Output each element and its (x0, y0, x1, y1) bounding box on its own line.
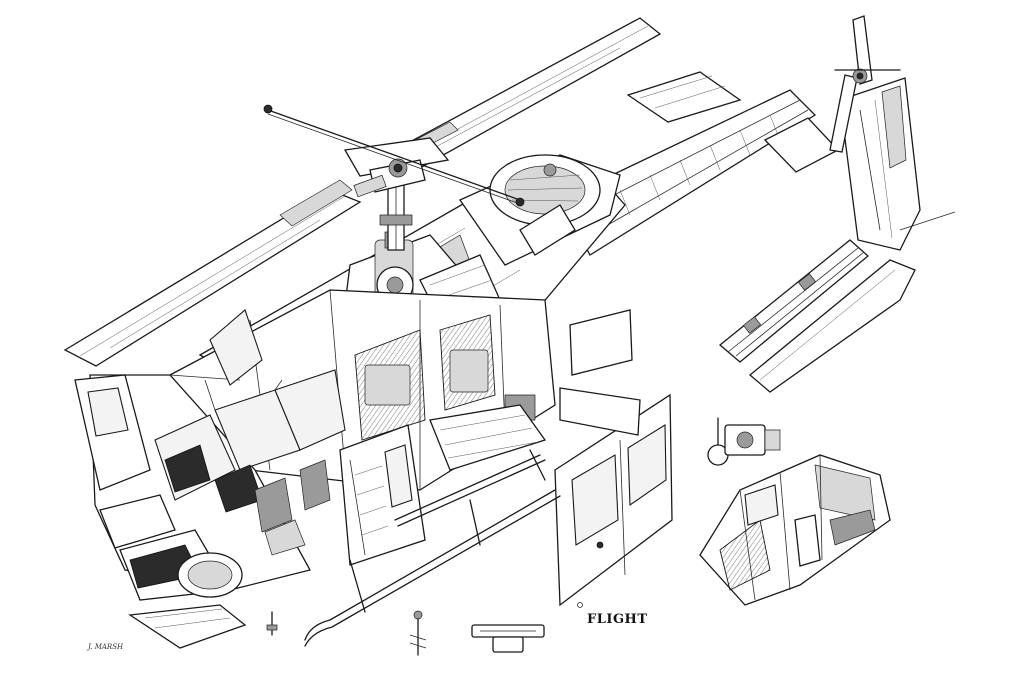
cockpit (90, 370, 345, 600)
cabin-door-open (555, 395, 672, 605)
logo-text: FLIGHT (587, 612, 648, 627)
nose-panel-detached (130, 605, 245, 648)
artist-signature: J. MARSH (86, 643, 124, 651)
stabilizer-bar (264, 105, 524, 206)
engine-component (708, 418, 780, 465)
small-assembly (472, 625, 544, 652)
rotor-hub (345, 138, 448, 197)
tail-drive-shaft (720, 240, 868, 362)
cabin-door-left (340, 425, 425, 565)
cockpit-door (75, 310, 262, 490)
loose-bolt-2 (410, 611, 426, 655)
tail-rotor (830, 16, 900, 152)
cabin-interior-inset (700, 455, 890, 605)
loose-bolt-1 (267, 612, 277, 635)
publisher-logo: FLIGHT (578, 603, 648, 627)
engine-cowling (460, 155, 620, 265)
circle-mark (578, 603, 583, 608)
pilot-seats (255, 460, 330, 555)
main-rotor-blade-lower (65, 180, 360, 366)
landing-skid-left (305, 490, 560, 646)
horizontal-stabilizer (628, 72, 838, 172)
door-panel-small (560, 310, 640, 435)
rotor-mast (380, 175, 412, 250)
landing-skid-right (395, 450, 545, 526)
tail-fin (840, 78, 920, 250)
tail-skid-section (750, 212, 955, 392)
cabin-structure (170, 290, 555, 490)
